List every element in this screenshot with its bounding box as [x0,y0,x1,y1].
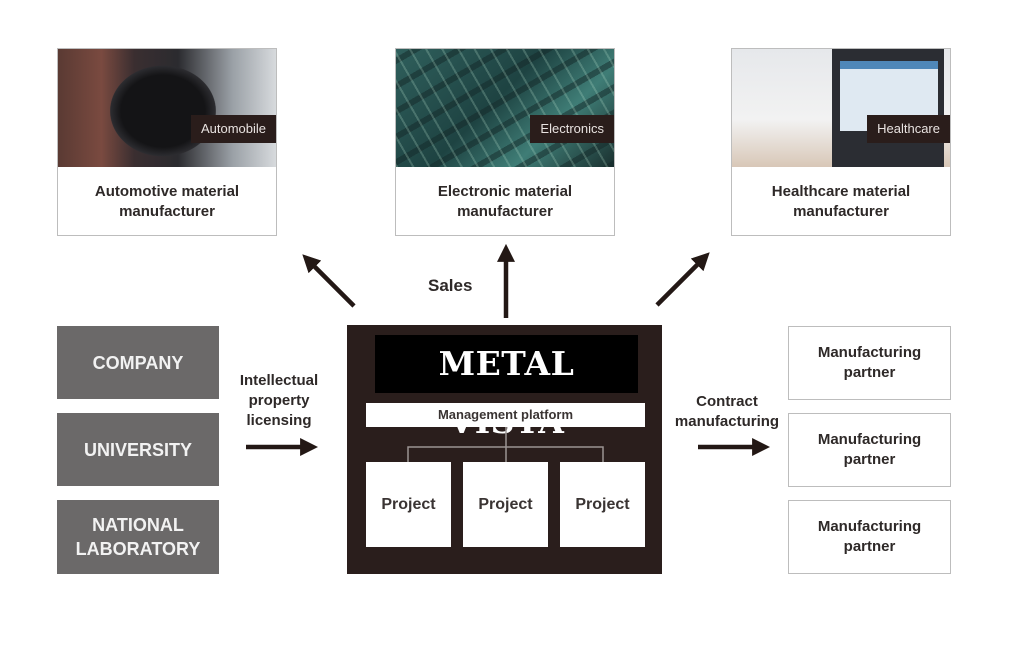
sales-arrow-right [655,252,710,307]
metal-vista-hub: METAL VISTA Management platform Project … [347,325,662,574]
project-box: Project [366,462,451,547]
project-box: Project [560,462,645,547]
source-national-laboratory: NATIONAL LABORATORY [57,500,219,574]
market-caption: Electronic material manufacturer [437,183,573,220]
brand-logo: METAL VISTA [375,335,638,441]
org-connectors [407,427,604,462]
manufacturing-partner: Manufacturing partner [788,500,951,574]
market-tag: Electronics [530,115,614,143]
ip-licensing-label: Intellectual property licensing [239,372,319,429]
contract-manufacturing-label: Contract manufacturing [674,393,780,430]
market-caption: Healthcare material manufacturer [771,183,911,220]
market-caption: Automotive material manufacturer [94,183,240,220]
sales-arrow-left [302,254,356,308]
market-tag: Automobile [190,115,276,143]
electronics-photo: Electronics [396,49,614,167]
source-university: UNIVERSITY [57,413,219,486]
manufacturing-partner: Manufacturing partner [788,413,951,487]
automobile-photo: Automobile [58,49,276,167]
management-platform: Management platform [366,403,645,427]
market-card-electronics: Electronics Electronic material manufact… [395,48,615,236]
market-card-automotive: Automobile Automotive material manufactu… [57,48,277,236]
source-company: COMPANY [57,326,219,399]
sales-label: Sales [428,276,473,295]
healthcare-photo: Healthcare [732,49,950,167]
market-tag: Healthcare [867,115,950,143]
manufacturing-partner: Manufacturing partner [788,326,951,400]
project-box: Project [463,462,548,547]
market-card-healthcare: Healthcare Healthcare material manufactu… [731,48,951,236]
